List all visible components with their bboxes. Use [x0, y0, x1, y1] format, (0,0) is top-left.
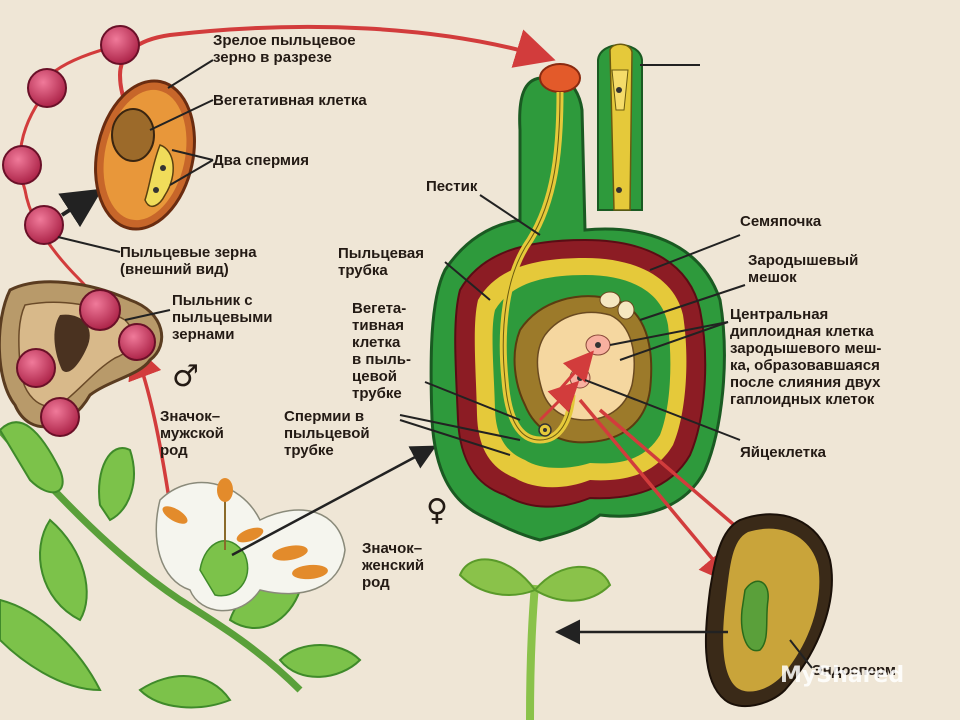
pistil-diagram: [429, 43, 726, 542]
grain-to-section-arrow: [58, 188, 103, 228]
male-symbol: ♂: [172, 359, 199, 394]
flowering-branch: [0, 421, 362, 709]
label-endosperm: Эндосперм: [812, 662, 897, 679]
label-mature-pollen-section: Зрелое пыльцевое зерно в разрезе: [213, 32, 356, 66]
seedling: [458, 558, 612, 720]
label-female-sign: Значок– женский род: [362, 540, 425, 591]
label-vegetative-cell-in-tube: Вегета- тивная клетка в пыль- цевой труб…: [352, 300, 412, 402]
label-anther: Пыльник с пыльцевыми зернами: [172, 292, 273, 343]
label-two-sperms: Два спермия: [213, 152, 309, 169]
label-embryo-sac: Зародышевый мешок: [748, 252, 859, 286]
label-male-sign: Значок– мужской род: [160, 408, 224, 459]
label-ovule: Семяпочка: [740, 213, 822, 230]
label-egg-cell: Яйцеклетка: [740, 444, 826, 461]
leader-lines: [57, 59, 813, 669]
label-sperms-in-tube: Спермии в пыльцевой трубке: [284, 408, 370, 459]
label-central-cell: Центральная диплоидная клетка зародышево…: [730, 306, 882, 408]
watermark: MyShared: [780, 663, 905, 688]
female-symbol: ♀: [426, 493, 448, 528]
label-pollen-tube: Пыльцевая трубка: [338, 245, 425, 279]
label-pistil: Пестик: [426, 178, 478, 195]
pollen-grains-chain: [2, 25, 140, 245]
flower-to-pistil-arrow: [231, 445, 437, 557]
pistil-to-seed-arrow: [578, 398, 735, 586]
pollen-grain-section: [94, 79, 196, 231]
anther: [0, 280, 164, 437]
label-vegetative-cell: Вегетативная клетка: [213, 92, 367, 109]
label-pollen-grains: Пыльцевые зерна (внешний вид): [120, 244, 257, 278]
seed: [704, 513, 833, 708]
